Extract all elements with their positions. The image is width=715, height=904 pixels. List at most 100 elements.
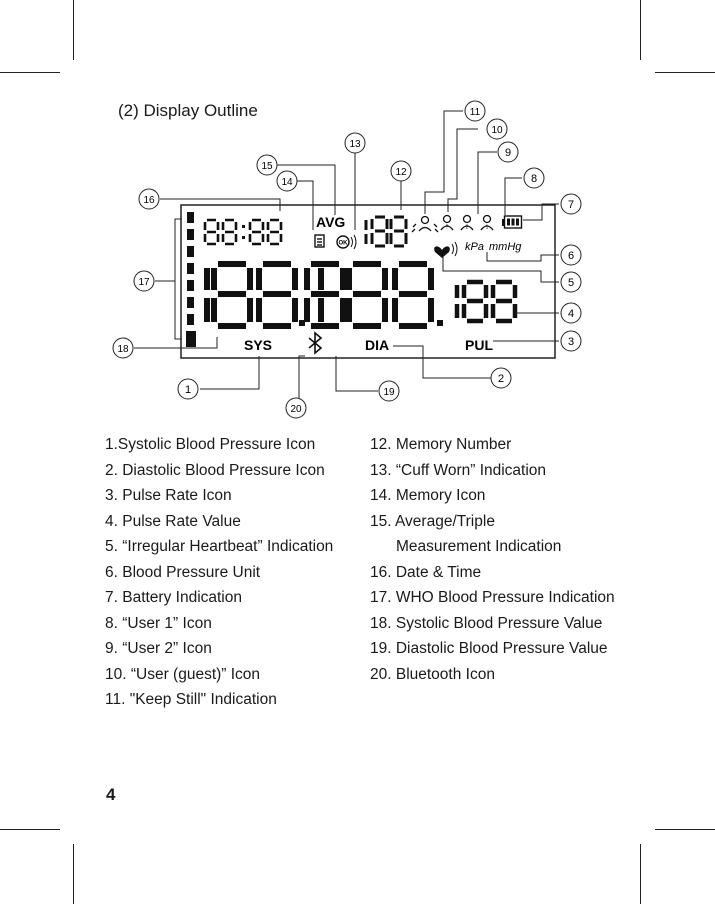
diastolic-value-digits — [321, 264, 443, 326]
callout-9: 9 — [497, 141, 519, 163]
legend-item: 4. Pulse Rate Value — [105, 512, 241, 530]
crop-mark — [655, 72, 715, 73]
crop-mark — [73, 0, 74, 60]
svg-text:19: 19 — [383, 387, 395, 398]
callout-13: 13 — [344, 132, 366, 154]
callout-6: 6 — [560, 244, 582, 266]
sys-label: SYS — [244, 337, 272, 353]
avg-indicator: AVG — [316, 214, 345, 230]
legend-item: 1.Systolic Blood Pressure Icon — [105, 436, 316, 453]
keep-still-icon — [411, 215, 439, 233]
svg-text:18: 18 — [117, 344, 129, 355]
svg-text:15: 15 — [261, 161, 273, 172]
section-title: (2) Display Outline — [118, 101, 258, 120]
legend-item: 13. “Cuff Worn” Indication — [370, 461, 547, 479]
crop-mark — [0, 829, 60, 830]
memory-number-digits — [364, 215, 408, 248]
callout-11: 11 — [464, 100, 486, 122]
legend-item: 10. “User (guest)” Icon — [105, 665, 261, 683]
crop-mark — [73, 844, 74, 904]
legend-item: 18. Systolic Blood Pressure Value — [370, 614, 603, 632]
legend-item: 16. Date & Time — [370, 563, 482, 581]
svg-text:17: 17 — [138, 277, 150, 288]
legend-item: 6. Blood Pressure Unit — [105, 563, 261, 581]
cuff-worn-icon: OK — [336, 234, 357, 250]
callout-3: 3 — [560, 330, 582, 352]
svg-text:4: 4 — [568, 308, 574, 320]
user-1-icon: 1 — [480, 214, 494, 231]
svg-text:?: ? — [446, 225, 449, 231]
callout-8: 8 — [523, 167, 545, 189]
callout-15: 15 — [256, 154, 278, 176]
dia-label: DIA — [365, 337, 389, 353]
callout-17: 17 — [133, 270, 155, 292]
user-guest-icon: ? — [440, 214, 454, 231]
svg-text:7: 7 — [568, 199, 574, 211]
callout-19: 19 — [378, 380, 400, 402]
callout-20: 20 — [285, 397, 307, 419]
legend-item: 2. Diastolic Blood Pressure Icon — [105, 461, 325, 479]
svg-text:5: 5 — [568, 277, 574, 289]
who-indicator-bar — [186, 212, 196, 347]
svg-text:13: 13 — [349, 139, 361, 150]
legend-item: 5. “Irregular Heartbeat” Indication — [105, 538, 334, 555]
callout-16: 16 — [138, 188, 160, 210]
legend-item: 20. Bluetooth Icon — [370, 665, 495, 683]
irregular-heartbeat-icon — [434, 241, 458, 258]
callout-18: 18 — [112, 337, 134, 359]
bluetooth-icon — [308, 331, 323, 355]
svg-text:OK: OK — [339, 241, 349, 247]
legend-item: 8. “User 1” Icon — [105, 614, 212, 632]
date-time-digits — [203, 218, 283, 246]
callout-2: 2 — [490, 367, 512, 389]
svg-text:9: 9 — [505, 147, 511, 159]
svg-text:20: 20 — [290, 404, 302, 415]
leader-lines — [134, 110, 559, 398]
page-number: 4 — [106, 785, 116, 804]
legend-left-list: 1.Systolic Blood Pressure Icon 2. Diasto… — [105, 432, 333, 713]
svg-text:1: 1 — [486, 225, 489, 231]
callout-12: 12 — [390, 160, 412, 182]
svg-text:2: 2 — [466, 225, 469, 231]
legend-item: 17. WHO Blood Pressure Indication — [370, 589, 615, 606]
callout-14: 14 — [276, 170, 298, 192]
callout-7: 7 — [560, 193, 582, 215]
svg-text:8: 8 — [531, 173, 537, 185]
svg-text:14: 14 — [281, 177, 293, 188]
user-2-icon: 2 — [460, 214, 474, 231]
crop-mark — [655, 829, 715, 830]
pulse-value-digits — [454, 282, 515, 321]
svg-text:12: 12 — [395, 167, 407, 178]
svg-text:10: 10 — [491, 125, 503, 136]
svg-text:1: 1 — [185, 384, 191, 396]
legend-item: 14. Memory Icon — [370, 487, 486, 504]
crop-mark — [0, 72, 60, 73]
svg-text:11: 11 — [470, 107, 481, 118]
legend-item: 9. “User 2” Icon — [105, 640, 212, 657]
svg-text:2: 2 — [498, 373, 504, 385]
legend-item: 3. Pulse Rate Icon — [105, 487, 232, 504]
unit-kpa: kPa — [465, 241, 484, 253]
callout-5: 5 — [560, 271, 582, 293]
svg-text:6: 6 — [568, 250, 574, 262]
crop-mark — [640, 0, 641, 60]
memory-icon — [314, 234, 325, 248]
legend-item: 19. Diastolic Blood Pressure Value — [370, 640, 608, 657]
crop-mark — [640, 844, 641, 904]
svg-text:3: 3 — [568, 336, 574, 348]
legend-item: 11. "Keep Still" Indication — [105, 691, 277, 708]
legend-item: 12. Memory Number — [370, 436, 512, 453]
legend-item: 7. Battery Indication — [105, 589, 242, 606]
callout-1: 1 — [177, 378, 199, 400]
callout-10: 10 — [486, 118, 508, 140]
display-outline-diagram: AVG OK ? 2 1 kPa mmHg — [112, 100, 582, 419]
systolic-value-digits — [207, 264, 343, 326]
legend-item-continuation: Measurement Indication — [396, 538, 562, 555]
pul-label: PUL — [465, 337, 493, 353]
legend-item: 15. Average/Triple — [370, 512, 495, 530]
callout-markers: 1 2 3 4 5 6 7 8 9 10 11 12 13 14 15 16 1… — [112, 100, 582, 419]
battery-icon — [502, 215, 523, 229]
svg-text:16: 16 — [143, 195, 155, 206]
unit-mmhg: mmHg — [489, 241, 522, 253]
callout-4: 4 — [560, 302, 582, 324]
